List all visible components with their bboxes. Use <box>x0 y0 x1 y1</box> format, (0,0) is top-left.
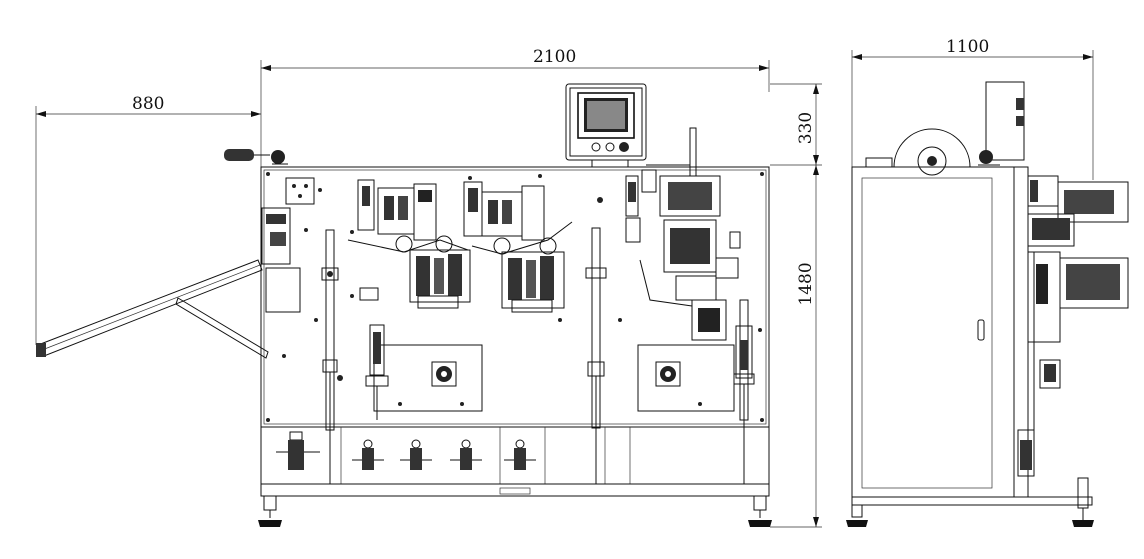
front-view <box>36 83 772 527</box>
side-top-box <box>978 81 1025 166</box>
left-column-assembly <box>285 177 339 484</box>
dimension-side-depth: 1100 <box>851 37 1094 180</box>
dimension-chute-extension: 880 <box>35 94 261 345</box>
leveling-feet <box>258 495 772 527</box>
side-feet <box>846 477 1094 527</box>
right-column <box>733 299 755 484</box>
lower-plate-right <box>637 344 735 412</box>
lower-plate-left <box>365 324 483 420</box>
middle-module-left <box>359 249 471 309</box>
upper-module-center <box>463 181 573 255</box>
middle-module-center <box>501 251 565 313</box>
mounting-holes <box>266 172 764 422</box>
dim-label-1100: 1100 <box>946 37 989 57</box>
dim-label-880: 880 <box>132 94 164 114</box>
top-handle <box>224 149 288 165</box>
side-reel <box>865 128 971 176</box>
dimension-overall-width: 2100 <box>260 47 770 168</box>
side-mechanisms <box>1013 166 1129 498</box>
dim-label-1480: 1480 <box>796 262 816 305</box>
dim-label-330: 330 <box>796 112 816 144</box>
hmi-control-panel <box>565 83 690 168</box>
side-view <box>846 81 1129 527</box>
right-module <box>625 127 741 341</box>
base-frame <box>260 483 770 497</box>
output-chute <box>36 207 301 359</box>
dimension-vertical: 330 1480 <box>770 83 822 528</box>
dim-label-2100: 2100 <box>533 47 576 67</box>
side-cabinet <box>851 166 1015 498</box>
pneumatic-valves <box>276 431 536 470</box>
upper-module-left <box>347 179 469 253</box>
center-column <box>585 227 607 484</box>
